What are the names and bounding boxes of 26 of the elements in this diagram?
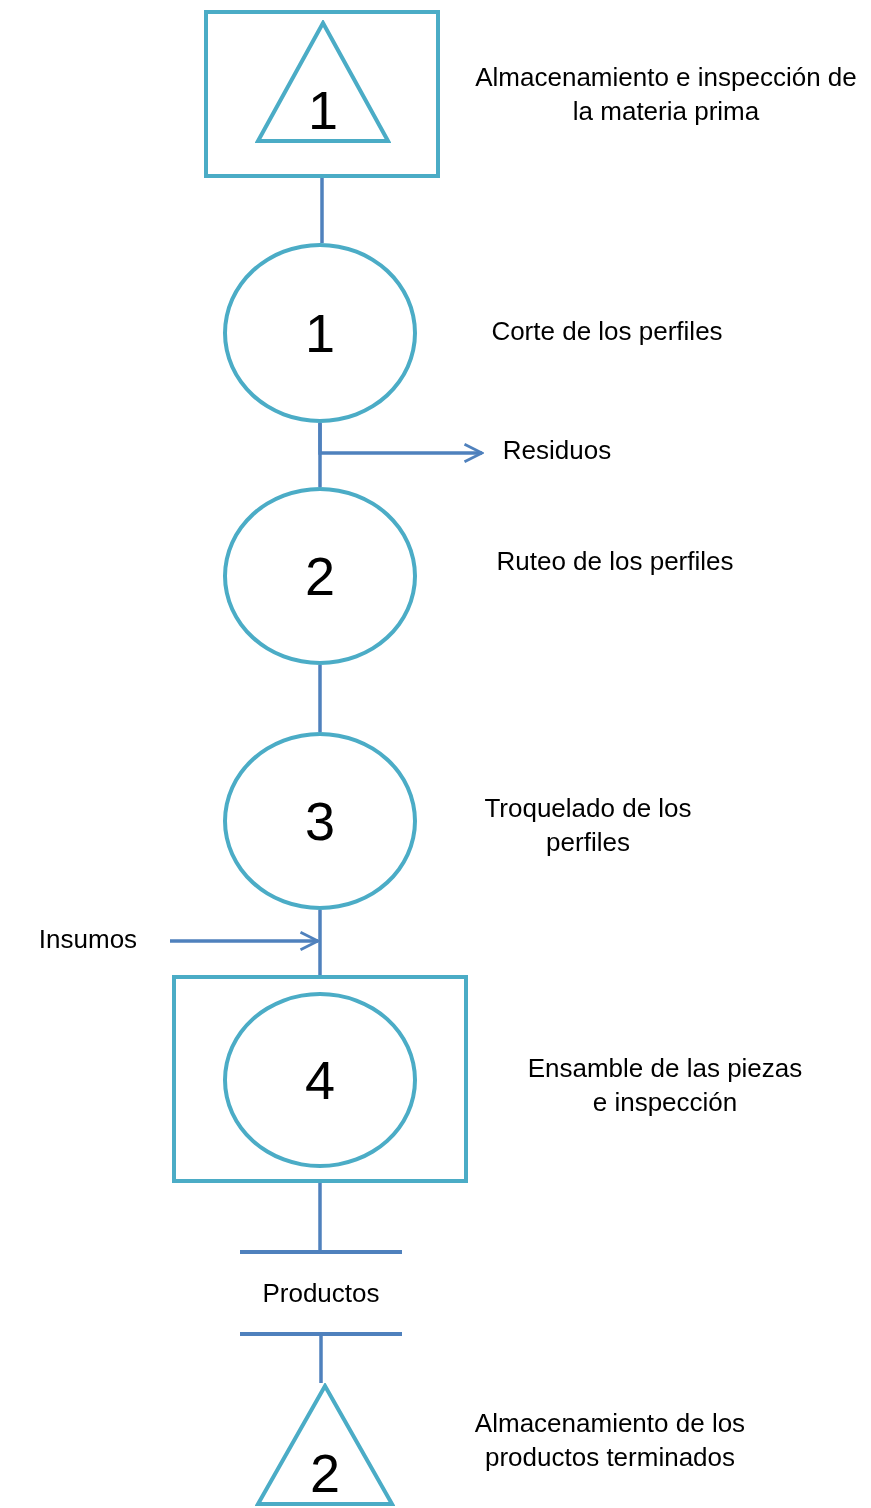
arrow [170, 930, 320, 952]
step-number: 1 [303, 303, 336, 363]
step-description: Ensamble de las piezas e inspección [526, 1052, 804, 1119]
step-number: 1 [306, 80, 339, 140]
step-description: Almacenamiento e inspección de la materia prima [474, 61, 858, 128]
connector-line [318, 1183, 322, 1250]
flow-label: Insumos [6, 922, 170, 956]
connector-line [318, 665, 322, 732]
output-label: Productos [261, 1277, 381, 1310]
outline-box [204, 10, 440, 178]
step-number: 2 [308, 1443, 341, 1503]
connector-line [319, 1336, 323, 1383]
step-description: Almacenamiento de los productos terminados [473, 1407, 747, 1474]
connector-line [320, 178, 324, 243]
step-description: Troquelado de los perfiles [483, 792, 693, 859]
triangle-symbol [255, 20, 391, 144]
step-number: 2 [303, 546, 336, 606]
step-number: 3 [303, 791, 336, 851]
step-description: Corte de los perfiles [490, 315, 724, 348]
outline-box [172, 975, 468, 1183]
step-number: 4 [303, 1050, 336, 1110]
triangle-symbol [255, 1383, 395, 1507]
connector-line [318, 910, 322, 975]
step-description: Ruteo de los perfiles [495, 545, 735, 578]
connector-line [318, 423, 322, 487]
flow-label: Residuos [482, 433, 632, 467]
